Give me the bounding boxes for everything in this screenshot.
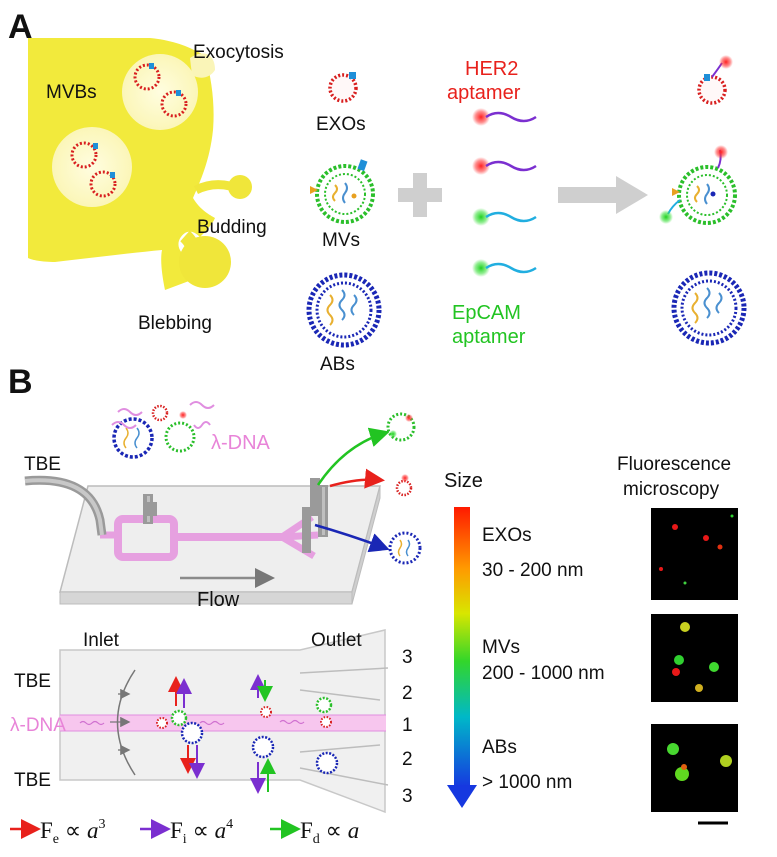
epcam-aptamer-1 [472, 208, 537, 226]
microscopy-title-1: Fluorescence [617, 454, 731, 475]
microscopy-title-2: microscopy [623, 479, 720, 500]
size-abs-name: ABs [482, 737, 517, 758]
size-exos-range: 30 - 200 nm [482, 560, 583, 581]
outlet-number-top-3: 3 [402, 647, 413, 668]
abs-label: ABs [320, 354, 355, 375]
ab-output-arrow [314, 523, 390, 553]
size-mvs-range: 200 - 1000 nm [482, 663, 605, 684]
ab-output [388, 531, 422, 565]
ab-vesicle [306, 272, 382, 348]
input-mixture [111, 401, 215, 459]
blebbing-label: Blebbing [138, 313, 212, 334]
microfluidic-device [24, 475, 381, 605]
exo-output [395, 474, 413, 497]
size-mvs-name: MVs [482, 637, 520, 658]
panel-b-label: B [8, 363, 33, 401]
microscopy-image-abs [651, 724, 738, 812]
channel-tbe-top-label: TBE [14, 671, 51, 692]
mv-vesicle [310, 159, 375, 224]
microscopy-image-mvs [651, 614, 738, 702]
size-abs-range: > 1000 nm [482, 772, 572, 793]
microscopy-image-exos [651, 508, 738, 600]
exos-label: EXOs [316, 114, 366, 135]
outlet-number-bottom-2: 2 [402, 749, 413, 770]
force-electro-label: Fe ∝ a3 [40, 817, 105, 847]
mv-output-arrow [316, 427, 390, 486]
budding-label: Budding [197, 217, 267, 238]
reaction-arrow-icon [558, 176, 648, 214]
size-exos-name: EXOs [482, 525, 532, 546]
exo-labeled [697, 55, 733, 105]
size-scale-title: Size [444, 470, 483, 492]
epcam-aptamer-label-2: aptamer [452, 326, 526, 348]
device-tbe-label: TBE [24, 454, 61, 475]
size-scale-arrow [447, 507, 477, 808]
her2-aptamer-label-2: aptamer [447, 82, 521, 104]
mv-labeled [659, 145, 737, 225]
mvs-label: MVs [322, 230, 360, 251]
channel-schematic [59, 629, 390, 814]
force-inertial-label: Fi ∝ a4 [170, 817, 233, 847]
outlet-label: Outlet [311, 630, 362, 651]
force-legend: Fe ∝ a3 Fi ∝ a4 Fd ∝ a [10, 817, 359, 847]
mvb-lower [52, 127, 132, 207]
mv-output [386, 412, 416, 442]
flow-label: Flow [197, 589, 240, 611]
channel-lambda-dna-label: λ-DNA [10, 715, 66, 736]
ab-unlabeled [671, 270, 747, 346]
force-drag-label: Fd ∝ a [300, 818, 359, 847]
device-lambda-dna-label: λ-DNA [211, 432, 271, 454]
exo-vesicle [328, 72, 358, 103]
plus-icon [398, 173, 442, 217]
mvb-upper [122, 54, 198, 130]
her2-aptamer-label-1: HER2 [465, 58, 518, 80]
her2-aptamer-2 [472, 157, 537, 175]
channel-tbe-bottom-label: TBE [14, 770, 51, 791]
her2-aptamer-1 [472, 108, 537, 126]
inlet-label: Inlet [83, 630, 120, 651]
mvbs-label: MVBs [46, 82, 97, 103]
epcam-aptamer-label-1: EpCAM [452, 302, 521, 324]
outlet-number-bottom-3: 3 [402, 786, 413, 807]
outlet-number-1: 1 [402, 715, 413, 736]
outlet-number-top-2: 2 [402, 683, 413, 704]
exo-output-arrow [329, 468, 385, 489]
epcam-aptamer-2 [472, 259, 537, 277]
exocytosis-label: Exocytosis [193, 42, 284, 63]
